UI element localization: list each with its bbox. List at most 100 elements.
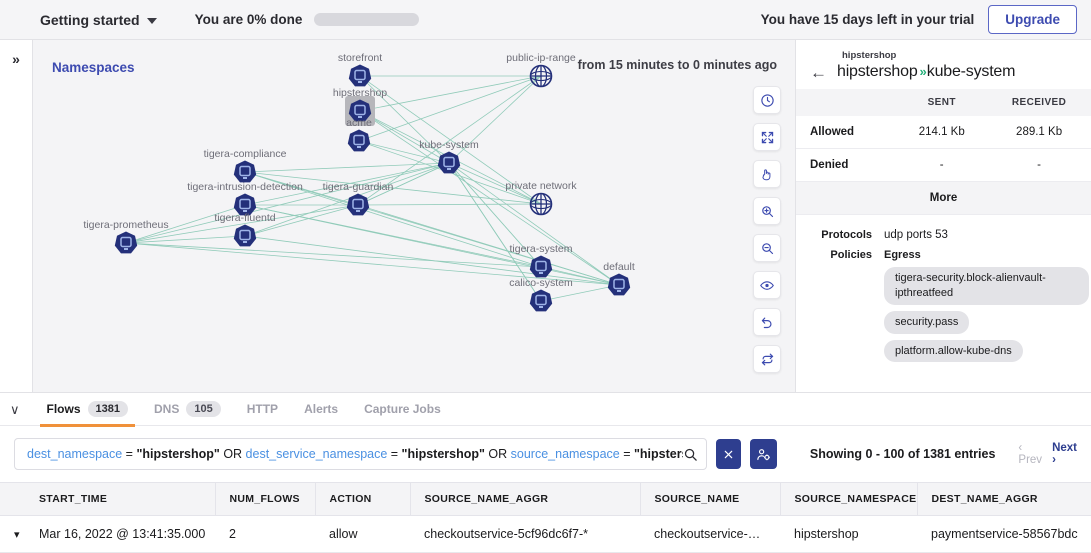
graph-node-hipstershop[interactable] xyxy=(345,96,375,126)
detail-target: kube-system xyxy=(926,63,1016,80)
col-start_time[interactable]: START_TIME xyxy=(25,482,216,516)
table-row-allowed: Allowed 214.1 Kb 289.1 Kb xyxy=(796,116,1091,149)
query-token-field: source_namespace xyxy=(510,447,620,461)
tab-alerts[interactable]: Alerts xyxy=(291,393,351,426)
tab-label: HTTP xyxy=(246,402,279,416)
detail-title: hipstershop»kube-system xyxy=(837,63,1015,81)
policy-chip[interactable]: security.pass xyxy=(884,310,970,334)
visibility-button[interactable] xyxy=(753,271,781,299)
left-rail: » xyxy=(0,40,33,392)
col-source_namespace[interactable]: SOURCE_NAMESPACE xyxy=(780,482,918,516)
col-dest_name_aggr[interactable]: DEST_NAME_AGGR xyxy=(917,482,1091,516)
graph-node-tigera-compliance[interactable] xyxy=(233,160,257,183)
time-range-button[interactable] xyxy=(753,86,781,114)
graph-node-tigera-prometheus[interactable] xyxy=(114,231,138,254)
denied-received: - xyxy=(987,148,1091,182)
policy-chip-list: tigera-security.block-alienvault-ipthrea… xyxy=(884,267,1091,368)
upgrade-button[interactable]: Upgrade xyxy=(988,5,1077,34)
tab-badge: 105 xyxy=(186,401,221,417)
graph-edge xyxy=(244,171,542,268)
refresh-button[interactable] xyxy=(753,345,781,373)
graph-node-private-network[interactable] xyxy=(529,192,553,216)
graph-edge xyxy=(358,75,542,142)
tab-http[interactable]: HTTP xyxy=(234,393,291,426)
graph-canvas[interactable] xyxy=(33,40,795,392)
graph-edge xyxy=(244,162,450,206)
graph-edge xyxy=(448,162,542,268)
close-icon xyxy=(724,450,733,458)
graph-edge xyxy=(358,140,450,164)
getting-started-menu[interactable]: Getting started xyxy=(40,12,157,28)
cell-num-flows: 2 xyxy=(215,515,315,553)
graph-edge xyxy=(244,162,450,237)
graph-node-tigera-system[interactable] xyxy=(529,255,553,278)
col-blank xyxy=(796,89,897,116)
graph-edge xyxy=(357,204,620,286)
user-settings-icon xyxy=(757,448,770,460)
col-received: RECEIVED xyxy=(987,89,1091,116)
search-input[interactable]: dest_namespace = "hipstershop" OR dest_s… xyxy=(14,438,707,470)
graph-node-storefront[interactable] xyxy=(348,64,372,87)
col-source_name[interactable]: SOURCE_NAME xyxy=(640,482,781,516)
graph-node-tigera-fluentd[interactable] xyxy=(233,224,257,247)
cell-dest-name-aggr: paymentservice-58567bdc xyxy=(917,515,1091,553)
col-expander xyxy=(0,482,25,516)
tab-badge: 1381 xyxy=(87,401,129,417)
col-action[interactable]: ACTION xyxy=(315,482,411,516)
zoom-out-button[interactable] xyxy=(753,234,781,262)
user-filter-button[interactable] xyxy=(749,439,777,469)
chevron-double-down-icon[interactable]: ∨ xyxy=(10,401,20,417)
graph-toolbar xyxy=(753,86,781,373)
graph-node-tigera-intrusion-detection[interactable] xyxy=(233,193,257,216)
pan-button[interactable] xyxy=(753,160,781,188)
clear-search-button[interactable] xyxy=(716,439,741,469)
graph-node-acme[interactable] xyxy=(347,129,371,152)
tab-label: Capture Jobs xyxy=(364,402,441,416)
service-graph-panel[interactable]: Namespaces from 15 minutes to 0 minutes … xyxy=(33,40,795,392)
back-arrow-icon[interactable]: ← xyxy=(810,62,827,82)
tab-capture-jobs[interactable]: Capture Jobs xyxy=(351,393,454,426)
top-bar: Getting started You are 0% done You have… xyxy=(0,0,1091,40)
expand-sidebar-icon[interactable]: » xyxy=(12,51,20,67)
allowed-sent: 214.1 Kb xyxy=(896,116,988,149)
policy-chip[interactable]: platform.allow-kube-dns xyxy=(884,339,1023,363)
reset-layout-button[interactable] xyxy=(753,308,781,336)
graph-node-calico-system[interactable] xyxy=(529,289,553,312)
query-token-field: dest_namespace xyxy=(27,447,123,461)
col-num_flows[interactable]: NUM_FLOWS xyxy=(215,482,316,516)
graph-title: Namespaces xyxy=(52,60,135,75)
fit-to-screen-button[interactable] xyxy=(753,123,781,151)
row-label-allowed: Allowed xyxy=(796,116,897,149)
graph-node-public-ip-range[interactable] xyxy=(529,64,553,88)
row-label-denied: Denied xyxy=(796,148,897,182)
graph-edge xyxy=(244,204,359,237)
col-source_name_aggr[interactable]: SOURCE_NAME_AGGR xyxy=(410,482,641,516)
denied-sent: - xyxy=(896,148,988,182)
zoom-in-button[interactable] xyxy=(753,197,781,225)
search-icon[interactable] xyxy=(683,447,698,462)
cell-source-name-aggr: checkoutservice-5cf96dc6f7-* xyxy=(410,515,640,553)
pagination: ‹ Prev Next › xyxy=(1018,442,1077,466)
graph-node-default[interactable] xyxy=(607,273,631,296)
next-page-button[interactable]: Next › xyxy=(1052,442,1077,466)
graph-edge xyxy=(125,235,246,244)
query-token-op: OR xyxy=(219,447,246,461)
policies-row: Policies Egress tigera-security.block-al… xyxy=(796,241,1091,368)
graph-node-tigera-guardian[interactable] xyxy=(346,193,370,216)
graph-edge xyxy=(448,162,620,286)
graph-node-kube-system[interactable] xyxy=(437,151,461,174)
cell-start-time: Mar 16, 2022 @ 13:41:35.000 xyxy=(25,515,215,553)
row-expand-icon[interactable]: ▾ xyxy=(0,515,25,553)
more-label[interactable]: More xyxy=(796,181,1091,215)
policy-chip[interactable]: tigera-security.block-alienvault-ipthrea… xyxy=(884,267,1089,305)
prev-page-button[interactable]: ‹ Prev xyxy=(1018,442,1043,466)
policies-label: Policies xyxy=(830,249,872,261)
graph-edge xyxy=(359,110,620,286)
graph-edge xyxy=(125,204,246,244)
